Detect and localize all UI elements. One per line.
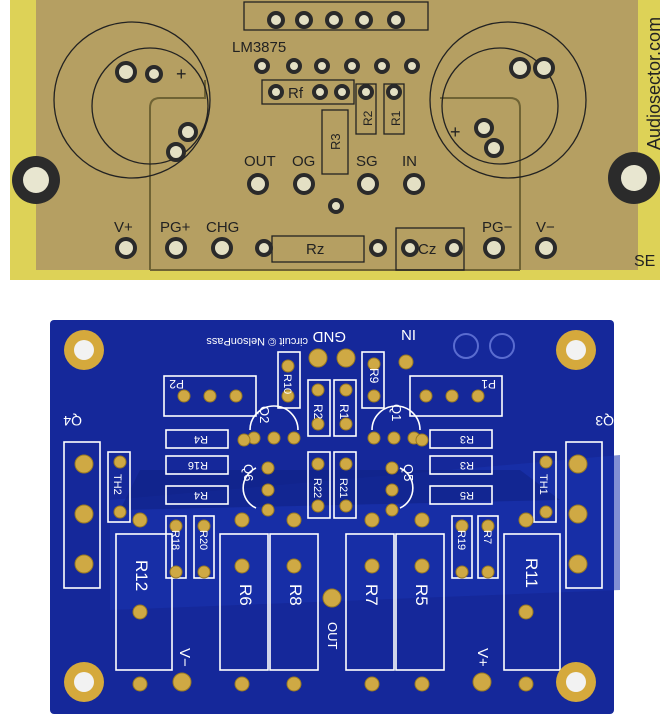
q6-label: Q6 <box>241 464 256 481</box>
ground-trace <box>149 80 206 270</box>
board1-copper-area <box>36 0 638 270</box>
rf-label: Rf <box>288 85 304 102</box>
r5big-label: R5 <box>412 584 431 606</box>
mounting-hole-left-core <box>23 167 49 193</box>
p2-label: P2 <box>169 377 184 391</box>
og-label: OG <box>292 153 315 170</box>
r2-label-2: R2 <box>311 404 325 420</box>
r2-label: R2 <box>361 110 375 126</box>
cap-outline-right <box>429 21 587 179</box>
r6-label: R6 <box>236 584 255 606</box>
r11-label: R11 <box>522 558 541 588</box>
th2-label: TH2 <box>111 474 123 495</box>
q2-label: Q2 <box>257 406 272 423</box>
cz-outline <box>395 227 465 271</box>
board2-logo-marks <box>453 333 515 359</box>
rz-label: Rz <box>306 241 324 258</box>
r8-label: R8 <box>286 584 305 606</box>
gnd-label: GND <box>313 328 347 345</box>
r7-label: R7 <box>362 584 381 606</box>
r7small-label: R7 <box>481 530 493 544</box>
chg-label: CHG <box>206 219 239 236</box>
q3-label: Q3 <box>595 413 614 429</box>
out-label-2: OUT <box>325 622 340 650</box>
r5-label: R5 <box>460 489 474 501</box>
r16-label: R16 <box>188 459 208 471</box>
r1-label-2: R1 <box>337 404 351 420</box>
r3-label: R3 <box>328 133 343 150</box>
cap-outline-right-inner <box>441 47 559 165</box>
board2-mounting-holes <box>64 330 596 702</box>
mounting-hole-right-core <box>621 165 647 191</box>
pgplus-label: PG+ <box>160 219 191 236</box>
vminus-label-2: V− <box>176 648 193 667</box>
p1-label: P1 <box>481 377 496 391</box>
out-label: OUT <box>244 153 276 170</box>
r22-label: R22 <box>311 478 323 498</box>
q4-label: Q4 <box>63 413 82 429</box>
board2-pads <box>74 348 588 692</box>
pgminus-label: PG− <box>482 219 513 236</box>
rf-outline <box>261 79 355 105</box>
sg-label: SG <box>356 153 378 170</box>
r3-outline <box>321 109 349 175</box>
r3a-label: R3 <box>460 433 474 445</box>
r20-label: R20 <box>197 530 209 550</box>
r18-label: R18 <box>169 530 181 550</box>
r9-label: R9 <box>367 368 381 384</box>
variant-label: SE <box>634 253 655 270</box>
r3b-label: R3 <box>460 459 474 471</box>
credit-label: circuit © NelsonPass <box>206 335 308 347</box>
r12-label: R12 <box>132 560 151 591</box>
cap-left-plus: + <box>176 64 187 84</box>
cap-outline-left <box>53 21 211 179</box>
board1-pads <box>115 11 557 259</box>
r21-label: R21 <box>337 478 349 498</box>
brand-label: Audiosector.com <box>644 17 664 150</box>
nelson-pass-board: GND IN circuit © NelsonPass Q4 Q3 P2 P1 … <box>50 320 620 714</box>
r19-label: R19 <box>455 530 467 550</box>
cap-right-plus: + <box>450 122 461 142</box>
chip-label: LM3875 <box>232 39 286 56</box>
q1-label: Q1 <box>389 404 404 421</box>
cz-label: Cz <box>418 241 436 258</box>
vplus-label-2: V+ <box>474 648 491 667</box>
in-label-2: IN <box>401 326 416 343</box>
in-label: IN <box>402 153 417 170</box>
vplus-label: V+ <box>114 219 133 236</box>
lm3875-board: LM3875 + + Rf R3 R2 R1 OUT OG SG IN V+ P… <box>10 0 664 280</box>
vminus-label: V− <box>536 219 555 236</box>
q5-label: Q5 <box>401 464 416 481</box>
cap-outline-left-inner <box>91 47 209 165</box>
r1-label: R1 <box>389 110 403 126</box>
r4a-label: R4 <box>194 433 208 445</box>
th1-label: TH1 <box>537 474 549 495</box>
ground-trace <box>440 97 521 270</box>
copper-pour <box>120 470 560 510</box>
r4b-label: R4 <box>194 489 208 501</box>
r10-label: R10 <box>281 374 293 394</box>
chip-outline <box>243 1 429 31</box>
